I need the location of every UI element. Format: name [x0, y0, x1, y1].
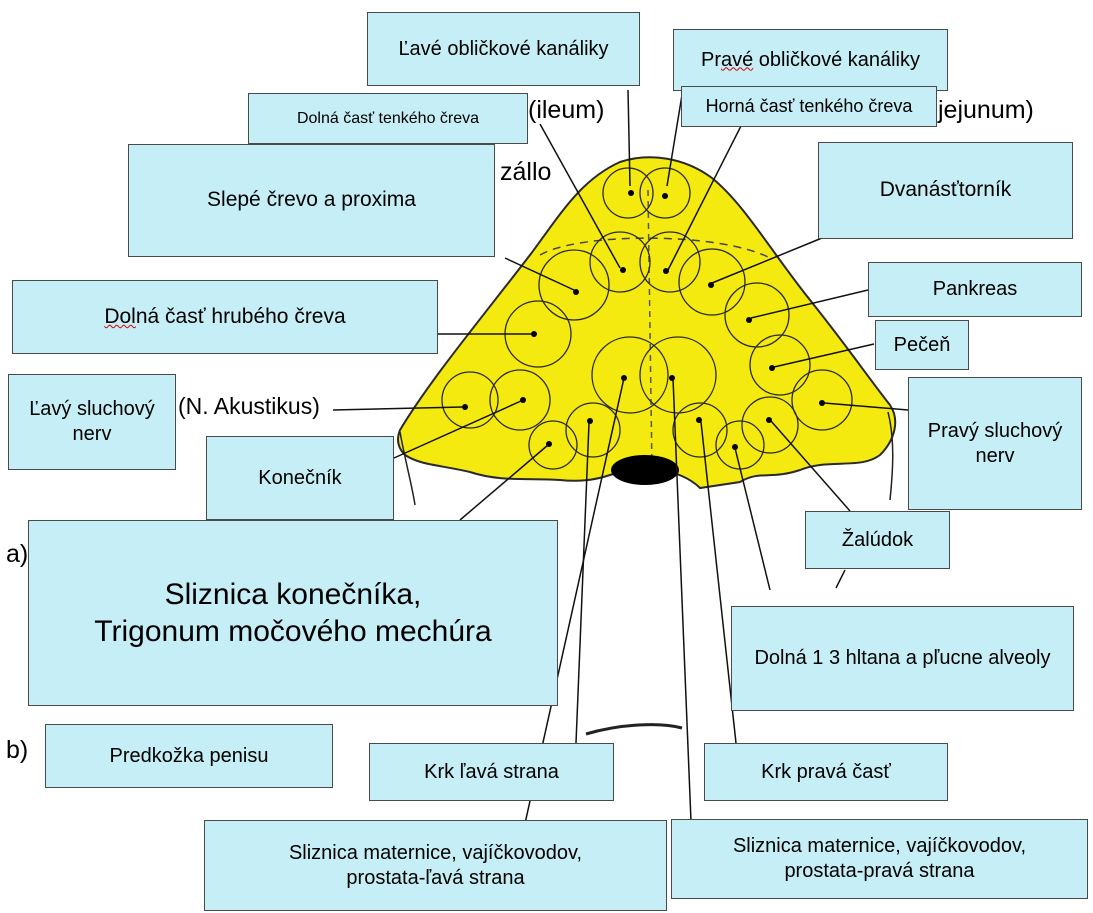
label-text: Horná časť tenkého čreva: [706, 95, 913, 118]
label-stomach: Žalúdok: [805, 511, 950, 569]
label-text: Sliznica konečníka, Trigonum močového me…: [94, 576, 491, 651]
organ-dot: [769, 365, 775, 371]
label-pancreas: Pankreas: [868, 262, 1082, 317]
label-text: Pečeň: [894, 333, 951, 358]
label-rectal-mucosa: Sliznica konečníka, Trigonum močového me…: [28, 520, 558, 706]
label-text: Sliznica maternice, vajíčkovodov, prosta…: [289, 841, 582, 891]
label-neck-right: Krk pravá časť: [704, 743, 948, 801]
label-text: Dvanásťtorník: [880, 177, 1012, 203]
label-text-part: ná časť hrubého čreva: [136, 305, 346, 328]
label-lower-pharynx-alveoli: Dolná 1 3 hltana a pľucne alveoly: [731, 606, 1074, 711]
organ-dot: [520, 397, 526, 403]
label-text: Sliznica maternice, vajíčkovodov, prosta…: [733, 834, 1026, 884]
bg-text-jejunum: jejunum): [938, 96, 1034, 125]
label-text: Dolná 1 3 hltana a pľucne alveoly: [754, 646, 1050, 671]
bg-text-ileum: (ileum): [528, 96, 604, 125]
label-neck-left: Krk ľavá strana: [369, 743, 614, 801]
label-left-auditory-nerve: Ľavý sluchový nerv: [8, 374, 176, 470]
organ-dot: [669, 375, 675, 381]
label-text: Žalúdok: [842, 528, 913, 553]
label-upper-small-intestine: Horná časť tenkého čreva: [681, 86, 937, 127]
organ-dot: [620, 267, 626, 273]
label-text: Pankreas: [933, 277, 1018, 302]
label-text: Ľavý sluchový nerv: [29, 397, 155, 447]
label-lower-small-intestine: Dolná časť tenkého čreva: [248, 93, 528, 144]
label-mucosa-right: Sliznica maternice, vajíčkovodov, prosta…: [671, 819, 1088, 899]
label-left-kidney-tubules: Ľavé obličkové kanáliky: [367, 12, 640, 86]
bottom-arc: [586, 725, 682, 734]
label-duodenum: Dvanásťtorník: [818, 142, 1073, 239]
label-text: Predkožka penisu: [110, 744, 269, 769]
label-text-part: Pr: [701, 49, 721, 71]
organ-dot: [662, 193, 668, 199]
bg-text-a: a): [6, 540, 28, 569]
label-text: Ľavé obličkové kanáliky: [398, 37, 608, 62]
bg-text-b: b): [6, 736, 28, 765]
spellcheck-underline: Dol: [104, 305, 136, 328]
label-text: Pravé obličkové kanáliky: [701, 48, 920, 73]
label-foreskin: Predkožka penisu: [45, 724, 333, 788]
label-text: Pravý sluchový nerv: [928, 419, 1063, 469]
label-text: Konečník: [258, 466, 341, 491]
organ-dot: [587, 418, 593, 424]
label-rectum: Konečník: [206, 436, 394, 520]
label-cecum: Slepé črevo a proxima: [128, 144, 495, 257]
bg-text-zallo: zállo: [500, 158, 551, 187]
bg-text-n-akustikus: (N. Akustikus): [178, 393, 320, 420]
organ-dot: [628, 190, 634, 196]
label-mucosa-left: Sliznica maternice, vajíčkovodov, prosta…: [204, 820, 667, 911]
label-right-auditory-nerve: Pravý sluchový nerv: [908, 377, 1082, 510]
label-right-kidney-tubules: Pravé obličkové kanáliky: [673, 29, 948, 91]
leader-line: [836, 570, 845, 588]
label-text-part: obličkové kanáliky: [753, 49, 920, 71]
label-text: Dolná časť hrubého čreva: [104, 304, 345, 330]
label-text: Slepé črevo a proxima: [207, 187, 416, 213]
label-text: Dolná časť tenkého čreva: [297, 109, 479, 129]
label-text: Krk ľavá strana: [424, 760, 559, 785]
label-text: Krk pravá časť: [761, 760, 891, 785]
central-black-ellipse: [611, 455, 679, 485]
label-liver: Pečeň: [875, 320, 969, 370]
label-lower-colon: Dolná časť hrubého čreva: [12, 280, 438, 354]
spellcheck-underline: avé: [721, 49, 753, 71]
